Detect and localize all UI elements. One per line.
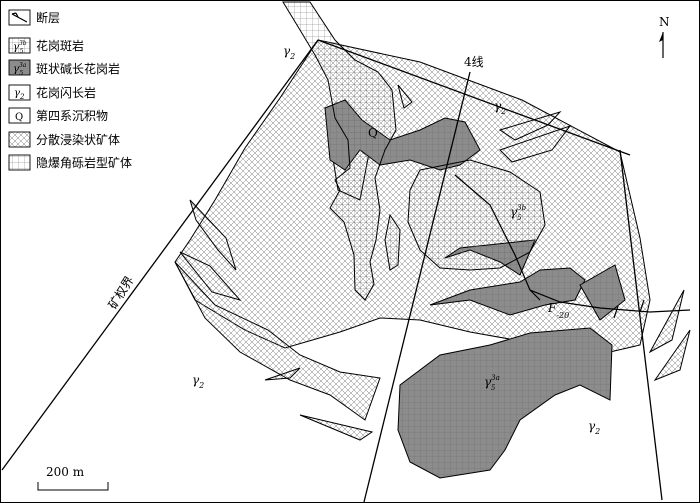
q-map-label: Q (368, 126, 378, 140)
gamma2-label-top-left: γ2 (283, 44, 295, 61)
legend-label-breccia-ore: 隐爆角砾岩型矿体 (36, 155, 132, 170)
svg-text:Q: Q (15, 112, 23, 123)
scale-label: 200 m (46, 465, 85, 479)
svg-text:γ2: γ2 (14, 88, 25, 101)
legend-label-granodiorite: 花岗闪长岩 (36, 85, 96, 100)
legend-label-quaternary: 第四系沉积物 (36, 109, 108, 123)
fault-tick (529, 289, 645, 319)
breccia-ore-body (282, 1, 546, 301)
gamma2-label-left: γ2 (192, 373, 204, 390)
section-line-4 (363, 71, 471, 503)
section-line-label: 4线 (464, 55, 484, 69)
mine-boundary-right (619, 149, 663, 501)
gamma2-label-bottom-right: γ2 (588, 419, 600, 436)
legend-label-granite-porphyry: 花岗斑岩 (36, 38, 84, 53)
mine-boundary-left (1, 39, 319, 471)
north-label: N (659, 15, 670, 29)
gamma2-label-top: γ2 (494, 99, 506, 116)
legend-label-alkali-feldspar-granite: 斑状碱长花岗岩 (36, 61, 120, 76)
scale-bar: 200 m (37, 465, 109, 491)
mine-boundary-top (317, 39, 631, 156)
fault-f20-label: F-20 (547, 301, 569, 320)
legend-label-fault: 断层 (36, 10, 60, 25)
north-arrow: N (659, 15, 670, 58)
legend-label-disseminated-ore: 分散浸染状矿体 (36, 132, 120, 147)
fault-f20 (454, 174, 691, 313)
